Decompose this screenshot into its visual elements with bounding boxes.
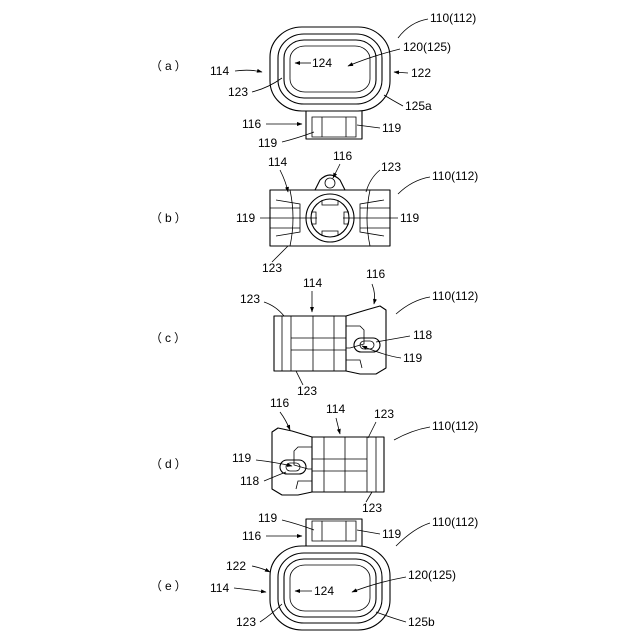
view-a-label: （a）: [150, 59, 190, 73]
view-b: （b） 110(112) 114 116 123 119: [150, 149, 478, 275]
label-118: 118: [240, 474, 259, 488]
label-125b: 125b: [408, 615, 435, 629]
label-120-125: 120(125): [408, 568, 456, 582]
view-c-label: （c）: [150, 331, 189, 345]
label-125a: 125a: [405, 99, 432, 113]
label-123: 123: [228, 85, 248, 99]
label-118: 118: [413, 328, 432, 342]
view-a-figure-ref: 110(112): [430, 11, 476, 25]
label-124: 124: [314, 584, 334, 598]
label-116: 116: [242, 529, 261, 543]
label-114: 114: [210, 64, 229, 78]
label-123: 123: [236, 615, 256, 629]
label-119: 119: [403, 351, 422, 365]
view-e: （e） 110(112) 119 119 116 122 120(125) 11…: [150, 511, 478, 630]
label-114: 114: [303, 276, 322, 290]
view-d-figure-ref: 110(112): [432, 419, 478, 433]
view-e-figure-ref: 110(112): [432, 515, 478, 529]
label-124: 124: [312, 56, 332, 70]
label-123-top: 123: [374, 407, 394, 421]
label-119-right: 119: [400, 211, 419, 225]
connector-side-view-c: [274, 306, 386, 374]
label-114: 114: [268, 155, 287, 169]
label-114: 114: [210, 581, 229, 595]
label-123-bottom: 123: [262, 261, 282, 275]
label-114: 114: [326, 402, 345, 416]
label-123-bottom: 123: [297, 384, 317, 398]
label-123-top: 123: [240, 292, 260, 306]
view-d-label: （d）: [150, 457, 190, 471]
label-123-top: 123: [381, 160, 401, 174]
view-b-figure-ref: 110(112): [432, 169, 478, 183]
label-116: 116: [270, 396, 289, 410]
view-d: （d） 110(112) 116 114 123 119 118 123: [150, 396, 478, 515]
view-e-label: （e）: [150, 579, 190, 593]
label-116: 116: [242, 117, 261, 131]
view-c-figure-ref: 110(112): [432, 289, 478, 303]
label-119-left: 119: [258, 136, 277, 150]
label-120-125: 120(125): [403, 40, 451, 54]
label-119-left: 119: [236, 211, 255, 225]
connector-side-view-d: [272, 428, 384, 495]
label-119: 119: [232, 451, 251, 465]
label-122: 122: [226, 559, 246, 573]
connector-top-view: [270, 175, 390, 246]
label-116: 116: [333, 149, 352, 163]
view-a: （a） 110(112) 114 123 124 120(125) 122 12…: [150, 11, 476, 150]
label-119-right: 119: [382, 527, 401, 541]
view-c: （c） 110(112) 123 114 116 118 119 123: [150, 267, 478, 398]
view-a-ref-leader: [398, 19, 428, 38]
label-119-right: 119: [382, 121, 401, 135]
label-116: 116: [366, 267, 385, 281]
connector-top-projection: [306, 519, 362, 546]
label-123-bottom: 123: [362, 501, 382, 515]
label-122: 122: [411, 66, 431, 80]
connector-bottom-projection: [306, 111, 362, 139]
label-119-left: 119: [258, 511, 277, 525]
view-b-label: （b）: [150, 211, 190, 225]
